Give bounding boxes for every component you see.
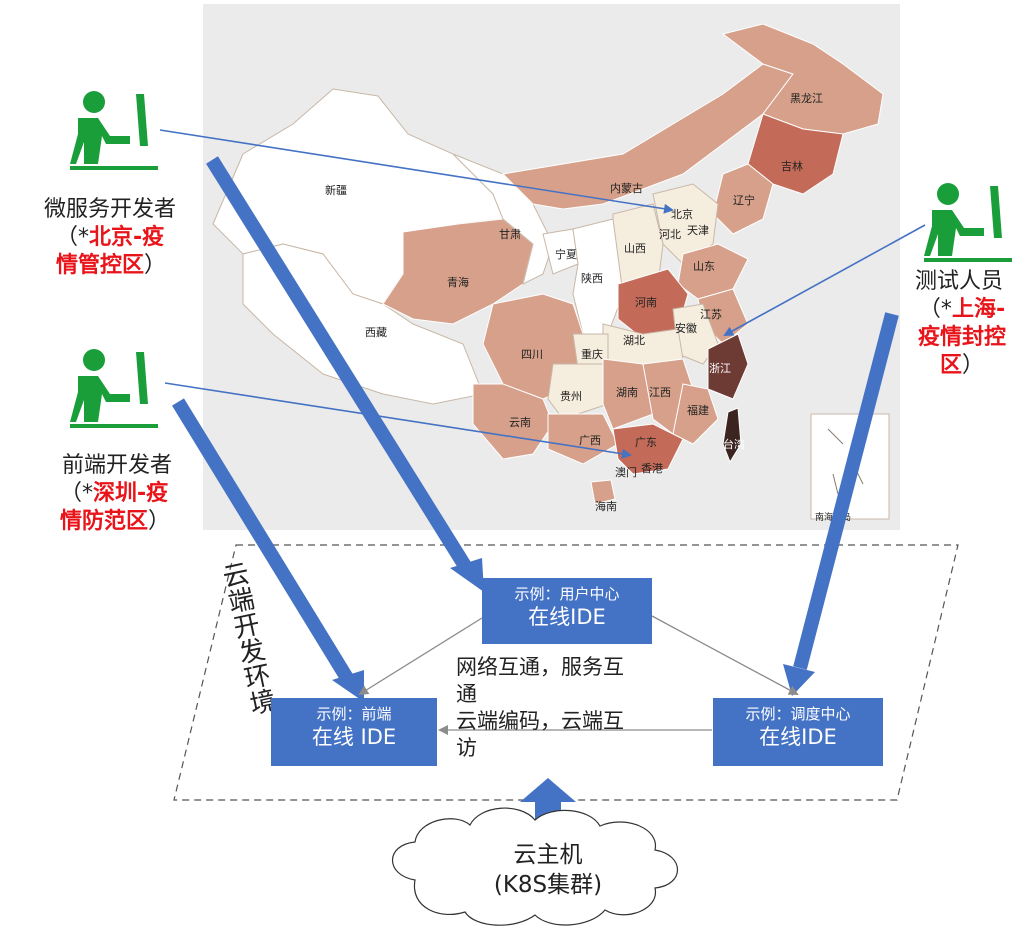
paren-close: ） (962, 353, 985, 378)
province-label-guangdong: 广东 (635, 436, 657, 449)
province-label-ningxia: 宁夏 (555, 248, 577, 261)
map-region-guizhou (547, 363, 609, 420)
paren-close: ） (148, 509, 171, 534)
province-label-yunnan: 云南 (509, 416, 531, 429)
province-label-jiangsu: 江苏 (700, 308, 722, 321)
person-at-computer-icon (68, 342, 160, 430)
link-user-to-frontend (358, 617, 483, 696)
province-label-jilin: 吉林 (781, 160, 803, 173)
role-label-frontend: 前端开发者 （*深圳-疫情防范区） (32, 452, 202, 536)
paren-open: （* (60, 481, 94, 506)
zone-name: 上海-疫情封控区 (917, 297, 1006, 378)
province-label-heilongjiang: 黑龙江 (790, 92, 823, 105)
map-region-xizang (242, 243, 484, 405)
person-at-computer-icon (922, 176, 1014, 264)
province-label-gansu: 甘肃 (499, 228, 521, 241)
cloud-host-subtitle: (K8S集群) (493, 872, 603, 898)
province-label-shandong: 山东 (693, 260, 715, 273)
province-label-aomen: 澳门 (615, 466, 637, 479)
map-region-fujian (672, 383, 719, 445)
province-label-tianjin: 天津 (687, 224, 709, 237)
cloud-host-up-arrow (520, 778, 576, 830)
province-label-sichuan: 四川 (521, 348, 543, 361)
province-label-beijing: 北京 (671, 208, 693, 221)
role-name: 测试人员 (914, 269, 1003, 294)
zone-name: 北京-疫情管控区 (56, 225, 165, 278)
china-map-shapes (212, 23, 890, 520)
ide-box-caption: 示例：前端 (316, 705, 392, 723)
role-name: 前端开发者 (61, 453, 172, 478)
center-text-line: 云端编码，云端互 (456, 709, 624, 733)
province-label-guizhou: 贵州 (560, 390, 582, 403)
province-label-hunan: 湖南 (616, 386, 638, 399)
cloud-host-label: 云主机 (K8S集群) (450, 840, 646, 900)
paren-open: （* (56, 225, 90, 250)
province-label-liaoning: 辽宁 (733, 194, 755, 207)
thick-arrow-head-frontend-ide (332, 670, 364, 702)
province-label-fujian: 福建 (687, 404, 709, 417)
cloud-host-title: 云主机 (513, 842, 583, 868)
thick-arrow-head-user-center (450, 558, 484, 592)
paren-close: ） (144, 253, 167, 278)
china-map: 黑龙江 吉林 辽宁 内蒙古 新疆 甘肃 宁夏 青海 西藏 陕西 山西 河北 北京… (203, 4, 900, 530)
role-label-tester: 测试人员 （*上海-疫情封控区） (900, 268, 1018, 380)
province-label-shaanxi: 陕西 (581, 272, 603, 285)
thick-arrow-microservice-to-user-center (206, 156, 471, 570)
thick-arrow-tester-to-dispatch (793, 312, 899, 670)
map-region-guangdong (612, 423, 684, 475)
ide-box-caption: 示例：调度中心 (745, 705, 851, 723)
province-label-xianggang: 香港 (641, 462, 663, 475)
arrow-frontend-to-shenzhen (164, 382, 632, 459)
province-label-neimenggu: 内蒙古 (610, 182, 643, 195)
map-region-hunan (602, 358, 654, 430)
ide-box-title: 在线IDE (528, 605, 606, 629)
province-label-zhejiang: 浙江 (709, 362, 731, 375)
link-user-to-dispatch (651, 615, 799, 695)
thick-arrow-frontend-to-frontend-ide (172, 398, 353, 682)
arrow-microservice-to-beijing (159, 129, 674, 214)
map-region-zhejiang (707, 333, 749, 400)
ide-box-title: 在线IDE (759, 725, 837, 749)
center-text-line: 网络互通，服务互 (456, 655, 624, 679)
center-text-line: 通 (456, 682, 477, 706)
province-label-guangxi: 广西 (579, 434, 601, 447)
arrow-tester-to-shanghai (723, 224, 926, 336)
province-label-xinjiang: 新疆 (325, 184, 347, 197)
province-label-taiwan: 台湾 (723, 438, 745, 451)
province-label-hainan: 海南 (595, 500, 617, 513)
province-label-jiangxi: 江西 (649, 386, 671, 399)
thick-arrow-head-dispatch (783, 664, 815, 696)
ide-box-title: 在线 IDE (311, 725, 397, 749)
province-label-hebei: 河北 (659, 228, 681, 241)
ide-box-caption: 示例：用户中心 (514, 585, 620, 603)
province-label-chongqing: 重庆 (581, 348, 603, 361)
province-label-shanxi: 山西 (624, 242, 646, 255)
ide-box-frontend[interactable]: 示例：前端 在线 IDE (271, 698, 437, 766)
province-label-henan: 河南 (635, 296, 657, 309)
province-label-hubei: 湖北 (623, 334, 645, 347)
role-label-microservice: 微服务开发者 （*北京-疫情管控区） (20, 196, 200, 280)
center-text-line: 访 (456, 736, 477, 760)
province-label-anhui: 安徽 (675, 322, 697, 335)
ide-box-dispatch[interactable]: 示例：调度中心 在线IDE (713, 698, 883, 766)
province-label-qinghai: 青海 (447, 276, 469, 289)
zone-name: 深圳-疫情防范区 (60, 481, 169, 534)
ide-box-user-center[interactable]: 示例：用户中心 在线IDE (482, 578, 652, 644)
map-region-guangxi (547, 413, 619, 465)
cloud-env-boundary (173, 544, 959, 801)
map-region-taiwan (722, 407, 742, 464)
person-at-computer-icon (68, 84, 160, 172)
paren-open: （* (918, 297, 952, 322)
center-description: 网络互通，服务互 通 云端编码，云端互 访 (456, 654, 666, 762)
role-name: 微服务开发者 (43, 197, 176, 222)
map-region-hainan (590, 479, 616, 505)
province-label-xizang: 西藏 (365, 326, 387, 339)
cloud-host-shape (391, 807, 679, 926)
map-region-heilongjiang (721, 23, 884, 135)
